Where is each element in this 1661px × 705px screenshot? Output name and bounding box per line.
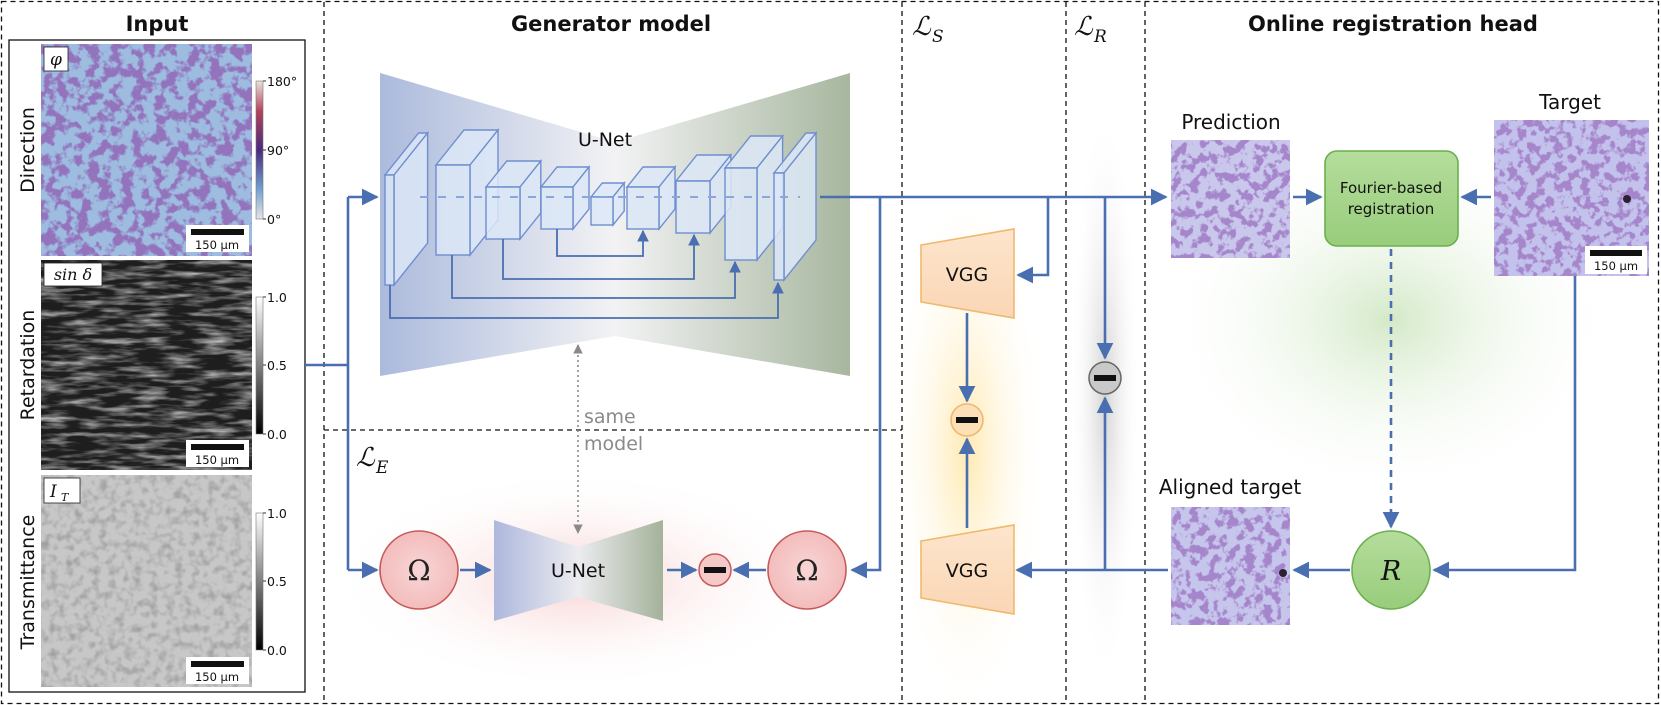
skip-connection-0	[389, 281, 784, 319]
skip-connection-3	[556, 229, 649, 257]
unet-block-2	[484, 159, 543, 241]
input-section-title: Input	[126, 12, 189, 36]
prediction-image	[1171, 140, 1290, 258]
direction-colorbar: 180° 90° 0°	[255, 74, 297, 227]
minus-node-r	[1088, 361, 1122, 395]
svg-text:U-Net: U-Net	[551, 560, 605, 582]
svg-text:0.5: 0.5	[267, 358, 287, 373]
svg-text:Ω: Ω	[407, 554, 430, 587]
phi-symbol: φ	[50, 50, 62, 70]
svg-text:0°: 0°	[267, 212, 281, 227]
flow-arrows	[305, 188, 1577, 579]
svg-text:ℒ: ℒ	[1074, 12, 1094, 42]
svg-text:R: R	[1093, 27, 1107, 47]
lower-branch: Ω U-Net Ω same model	[379, 344, 847, 621]
unet-block-5	[625, 165, 677, 231]
r-transform-node: R	[1351, 530, 1431, 610]
svg-text:1.0: 1.0	[267, 506, 287, 521]
svg-text:150 µm: 150 µm	[1594, 259, 1638, 273]
row-label-retardation: Retardation	[17, 310, 39, 421]
svg-text:registration: registration	[1348, 200, 1435, 218]
svg-text:ℒ: ℒ	[356, 443, 376, 473]
unet-label-main: U-Net	[578, 129, 632, 151]
svg-text:1.0: 1.0	[267, 290, 287, 305]
svg-text:0.5: 0.5	[267, 574, 287, 589]
direction-image: φ 150 µm	[41, 44, 252, 256]
svg-text:0.0: 0.0	[267, 427, 287, 442]
loss-r-label: ℒ R	[1074, 12, 1107, 47]
row-label-direction: Direction	[17, 107, 39, 193]
aligned-target-image	[1171, 507, 1290, 625]
svg-text:R: R	[1380, 556, 1401, 587]
unet-block-8	[772, 131, 818, 282]
svg-text:0.0: 0.0	[267, 643, 287, 658]
prediction-label: Prediction	[1181, 110, 1280, 134]
svg-text:S: S	[932, 27, 944, 47]
svg-text:VGG: VGG	[946, 264, 988, 286]
svg-text:Ω: Ω	[795, 554, 818, 587]
sin-delta-symbol: sin δ	[54, 265, 92, 284]
loss-e-label: ℒ E	[356, 443, 389, 478]
svg-text:180°: 180°	[267, 74, 297, 89]
retardation-colorbar: 1.0 0.5 0.0	[255, 290, 287, 442]
generator-section-title: Generator model	[511, 12, 711, 36]
unet-block-3	[539, 165, 591, 231]
registration-section-title: Online registration head	[1248, 12, 1538, 36]
scale-bar-transmittance: 150 µm	[195, 670, 239, 684]
omega-right: Ω	[767, 530, 847, 610]
svg-text:VGG: VGG	[946, 560, 988, 582]
generator-unet: U-Net	[380, 73, 850, 376]
svg-text:E: E	[375, 458, 389, 478]
input-panel: φ 150 µm 180° 90° 0° Direction sin δ 150…	[8, 39, 306, 693]
unet-small: U-Net	[494, 520, 663, 621]
section-titles: Input Generator model Online registratio…	[126, 12, 1538, 478]
retardation-image: sin δ 150 µm	[41, 260, 252, 470]
registration-head: Prediction Target 150 µm Fourier-based r…	[1159, 90, 1649, 625]
transmittance-image: I T 150 µm	[41, 475, 252, 687]
scale-bar-retardation: 150 µm	[195, 453, 239, 467]
i-t-symbol: I	[49, 482, 57, 502]
skip-connection-2	[502, 233, 700, 280]
svg-text:T: T	[61, 491, 70, 504]
transmittance-colorbar: 1.0 0.5 0.0	[255, 506, 287, 658]
same-model-label-2: model	[584, 433, 643, 455]
fourier-registration-box: Fourier-based registration	[1324, 150, 1459, 247]
row-label-transmittance: Transmittance	[17, 515, 39, 651]
scale-bar-direction: 150 µm	[195, 238, 239, 252]
vgg-bottom: VGG	[920, 524, 1015, 615]
svg-text:90°: 90°	[267, 143, 289, 158]
svg-text:Fourier-based: Fourier-based	[1340, 179, 1442, 197]
minus-node-e	[698, 553, 732, 587]
minus-node-s	[950, 403, 984, 437]
vgg-top: VGG	[920, 228, 1015, 319]
unet-blocks	[383, 128, 818, 319]
vgg-branch: VGG VGG	[920, 228, 1015, 615]
skip-connection-1	[451, 255, 741, 299]
omega-left: Ω	[379, 530, 459, 610]
loss-s-label: ℒ S	[912, 12, 944, 47]
same-model-label-1: same	[584, 406, 636, 428]
aligned-target-label: Aligned target	[1159, 475, 1301, 499]
target-label: Target	[1538, 90, 1601, 114]
svg-text:ℒ: ℒ	[912, 12, 932, 42]
target-image: 150 µm	[1494, 120, 1649, 276]
